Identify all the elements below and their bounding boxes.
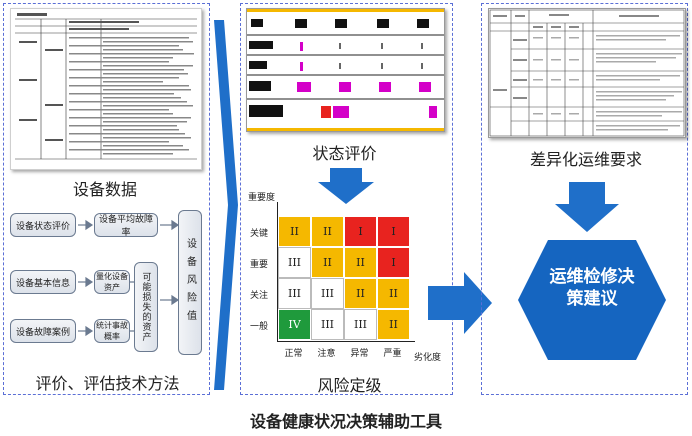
risk-cell-2-1: III bbox=[311, 278, 344, 309]
col-label-0: 正常 bbox=[284, 349, 303, 359]
caption-device-data: 设备数据 bbox=[72, 180, 137, 199]
col-label-2: 异常 bbox=[350, 349, 369, 359]
caption-diff-req: 差异化运维要求 bbox=[529, 150, 642, 169]
state-eval-table-thumbnail bbox=[247, 9, 444, 131]
risk-cell-0-0: II bbox=[278, 216, 311, 247]
col-label-1: 注意 bbox=[317, 349, 336, 359]
risk-cell-3-3: II bbox=[377, 309, 410, 340]
middle-panel bbox=[240, 3, 453, 395]
diff-requirements-thumbnail bbox=[489, 9, 685, 137]
flow-possible-loss: 可能损失的资产 bbox=[134, 262, 158, 352]
flow-device-state-eval: 设备状态评价 bbox=[10, 213, 76, 237]
chart-xlabel: 劣化度 bbox=[414, 353, 442, 363]
row-label-2: 关注 bbox=[250, 290, 269, 301]
risk-cell-1-1: II bbox=[311, 247, 344, 278]
risk-cell-0-2: I bbox=[344, 216, 377, 247]
risk-cell-3-0: IV bbox=[278, 309, 311, 340]
row-label-0: 关键 bbox=[250, 228, 269, 239]
row-label-3: 一般 bbox=[250, 321, 269, 332]
caption-methods: 评价、评估技术方法 bbox=[35, 374, 180, 393]
col-label-3: 严重 bbox=[383, 349, 402, 359]
document-table-thumbnail bbox=[15, 13, 197, 160]
right-chevron-arrow-icon bbox=[214, 20, 238, 390]
caption-risk: 风险定级 bbox=[317, 376, 382, 395]
diff-requirements-table bbox=[488, 8, 686, 138]
down-arrow-icon bbox=[318, 168, 374, 204]
flow-quantify-assets: 量化设备资产 bbox=[94, 270, 130, 294]
chart-y-axis bbox=[277, 202, 278, 342]
flow-failure-cases: 设备故障案例 bbox=[10, 319, 76, 343]
decision-hexagon bbox=[518, 240, 666, 360]
risk-cell-1-3: I bbox=[377, 247, 410, 278]
flow-device-risk-value: 设备风险值 bbox=[178, 210, 202, 355]
flow-device-basic-info: 设备基本信息 bbox=[10, 270, 76, 294]
chart-x-axis bbox=[277, 341, 415, 342]
risk-cell-2-3: II bbox=[377, 278, 410, 309]
state-eval-table bbox=[246, 8, 445, 132]
flow-avg-failure-rate: 设备平均故障率 bbox=[94, 213, 158, 238]
right-panel bbox=[481, 3, 688, 395]
down-arrow-icon-right bbox=[555, 182, 619, 232]
risk-cell-3-2: III bbox=[344, 309, 377, 340]
device-data-document bbox=[10, 8, 202, 170]
right-arrow-icon bbox=[428, 272, 492, 334]
risk-cell-3-1: III bbox=[311, 309, 344, 340]
chart-ylabel: 重要度 bbox=[248, 193, 276, 203]
risk-cell-1-0: III bbox=[278, 247, 311, 278]
left-panel bbox=[3, 3, 210, 395]
risk-cell-0-3: I bbox=[377, 216, 410, 247]
risk-cell-0-1: II bbox=[311, 216, 344, 247]
decision-text: 运维检修决策建议 bbox=[549, 267, 635, 309]
risk-cell-2-0: III bbox=[278, 278, 311, 309]
risk-cell-2-2: II bbox=[344, 278, 377, 309]
risk-cell-1-2: II bbox=[344, 247, 377, 278]
row-label-1: 重要 bbox=[250, 259, 269, 270]
tool-title: 设备健康状况决策辅助工具 bbox=[249, 412, 442, 431]
caption-state-eval: 状态评价 bbox=[312, 144, 377, 163]
flow-accident-probability: 统计事故概率 bbox=[94, 319, 130, 343]
